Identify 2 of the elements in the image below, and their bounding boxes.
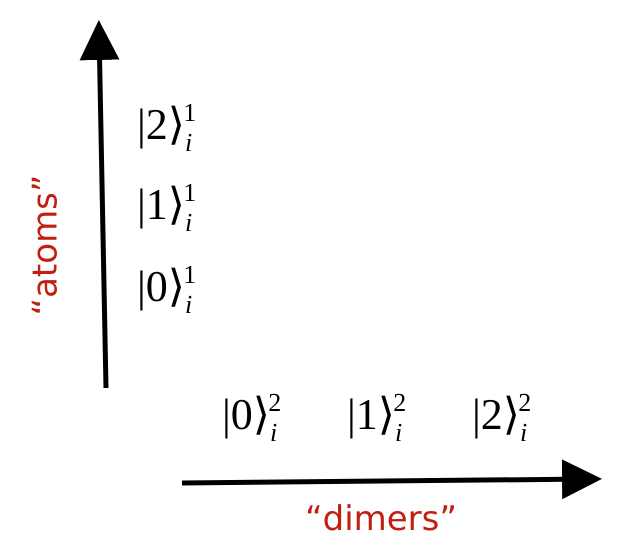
axis-label: “atoms” — [28, 174, 62, 316]
axis-label: “dimers” — [305, 502, 457, 536]
